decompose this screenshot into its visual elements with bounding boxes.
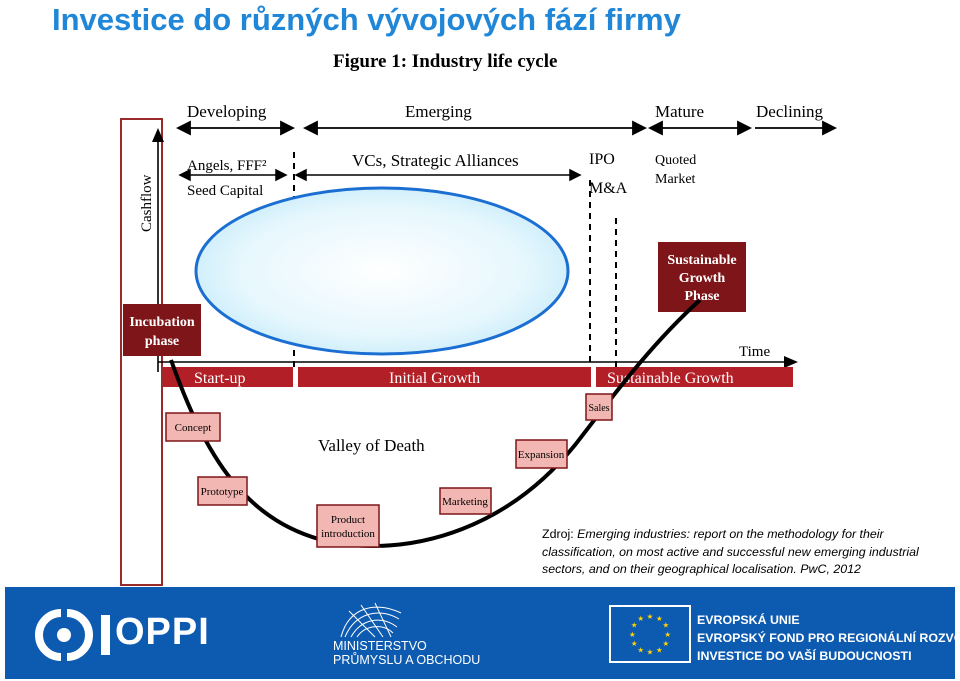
- incubation-text-1: Incubation: [129, 315, 195, 330]
- svg-text:★: ★: [664, 630, 671, 639]
- svg-text:introduction: introduction: [321, 528, 375, 540]
- svg-text:★: ★: [637, 614, 644, 623]
- source-prefix: Zdroj:: [542, 527, 578, 541]
- eu-text: EVROPSKÁ UNIE EVROPSKÝ FOND PRO REGIONÁL…: [697, 611, 960, 665]
- source-title: Emerging industries: [577, 527, 687, 541]
- eu-flag-icon: ★ ★ ★ ★ ★ ★ ★ ★ ★ ★ ★ ★: [609, 605, 691, 663]
- stage-developing: Developing: [187, 102, 267, 121]
- sustainable-text-3: Phase: [685, 289, 720, 304]
- label-quoted: Quoted: [655, 153, 696, 168]
- milestone-expansion: Expansion: [515, 439, 568, 469]
- svg-text:★: ★: [656, 614, 663, 623]
- ministry-text: MINISTERSTVO PRŮMYSLU A OBCHODU: [333, 639, 480, 667]
- figure-title: Figure 1: Industry life cycle: [333, 51, 557, 72]
- bar-initial-growth: [298, 367, 591, 387]
- eu-line-3: INVESTICE DO VAŠÍ BUDOUCNOSTI: [697, 649, 912, 663]
- sustainable-text-1: Sustainable: [667, 253, 736, 268]
- valley-of-death: Valley of Death: [318, 436, 425, 455]
- milestone-prototype: Prototype: [197, 476, 248, 506]
- ministry-line-1: MINISTERSTVO: [333, 639, 427, 653]
- bar-sustainable-growth-label: Sustainable Growth: [607, 370, 734, 387]
- svg-text:★: ★: [647, 612, 654, 621]
- svg-text:Prototype: Prototype: [201, 486, 244, 498]
- label-ipo: IPO: [589, 151, 615, 168]
- cashflow-label: Cashflow: [139, 174, 155, 232]
- sustainable-text-2: Growth: [679, 271, 726, 286]
- source-citation: Zdroj: Emerging industries: report on th…: [542, 526, 952, 579]
- bar-startup-label: Start-up: [194, 370, 246, 387]
- life-cycle-figure: Figure 1: Industry life cycle Developing…: [120, 51, 838, 586]
- svg-text:★: ★: [662, 620, 669, 629]
- ministry-line-2: PRŮMYSLU A OBCHODU: [333, 653, 481, 667]
- stage-mature: Mature: [655, 102, 704, 121]
- svg-text:★: ★: [656, 646, 663, 655]
- milestone-marketing: Marketing: [439, 487, 492, 515]
- footer-banner: OPPI MINISTERSTVO PRŮMYSLU A OBCHODU ★ ★…: [5, 587, 960, 679]
- stage-arrows: [175, 120, 838, 136]
- eu-line-2: EVROPSKÝ FOND PRO REGIONÁLNÍ ROZVOJ: [697, 631, 960, 645]
- life-cycle-curve: [169, 298, 702, 548]
- svg-text:★: ★: [647, 647, 654, 656]
- incubation-box: [123, 304, 201, 356]
- svg-text:Sales: Sales: [588, 403, 609, 414]
- stage-declining: Declining: [756, 102, 824, 121]
- label-market: Market: [655, 172, 696, 187]
- incubation-text-2: phase: [145, 334, 179, 349]
- svg-text:Product: Product: [331, 514, 365, 526]
- svg-text:★: ★: [629, 630, 636, 639]
- svg-text:Expansion: Expansion: [518, 449, 565, 461]
- bar-startup: [163, 367, 293, 387]
- milestone-sales: Sales: [585, 393, 613, 421]
- milestone-concept: Concept: [165, 412, 221, 442]
- label-seed: Seed Capital: [187, 183, 263, 199]
- ministry-logo-icon: [340, 602, 402, 638]
- svg-text:★: ★: [662, 639, 669, 648]
- eu-line-1: EVROPSKÁ UNIE: [697, 613, 800, 627]
- label-ma: M&A: [589, 180, 628, 197]
- bar-initial-growth-label: Initial Growth: [389, 370, 480, 387]
- source-rest: : report on the methodology for their cl…: [542, 527, 919, 576]
- stage-emerging: Emerging: [405, 102, 472, 121]
- bar-sustainable-growth: [596, 367, 793, 387]
- oppi-logo-icon: [35, 609, 110, 661]
- svg-text:★: ★: [631, 620, 638, 629]
- slide-title: Investice do různých vývojových fází fir…: [52, 2, 681, 37]
- svg-text:★: ★: [637, 646, 644, 655]
- investor-arrows: [178, 168, 582, 182]
- label-angels: Angels, FFF²: [187, 158, 267, 174]
- svg-text:Marketing: Marketing: [442, 496, 488, 508]
- oppi-wordmark: OPPI: [115, 611, 210, 653]
- highlight-ellipse: [194, 186, 570, 356]
- svg-text:Concept: Concept: [175, 422, 212, 434]
- sustainable-box: [658, 242, 746, 312]
- svg-text:★: ★: [631, 639, 638, 648]
- label-vcs: VCs, Strategic Alliances: [352, 151, 519, 170]
- milestone-product-introduction: Product introduction: [316, 504, 380, 548]
- time-label: Time: [739, 344, 770, 360]
